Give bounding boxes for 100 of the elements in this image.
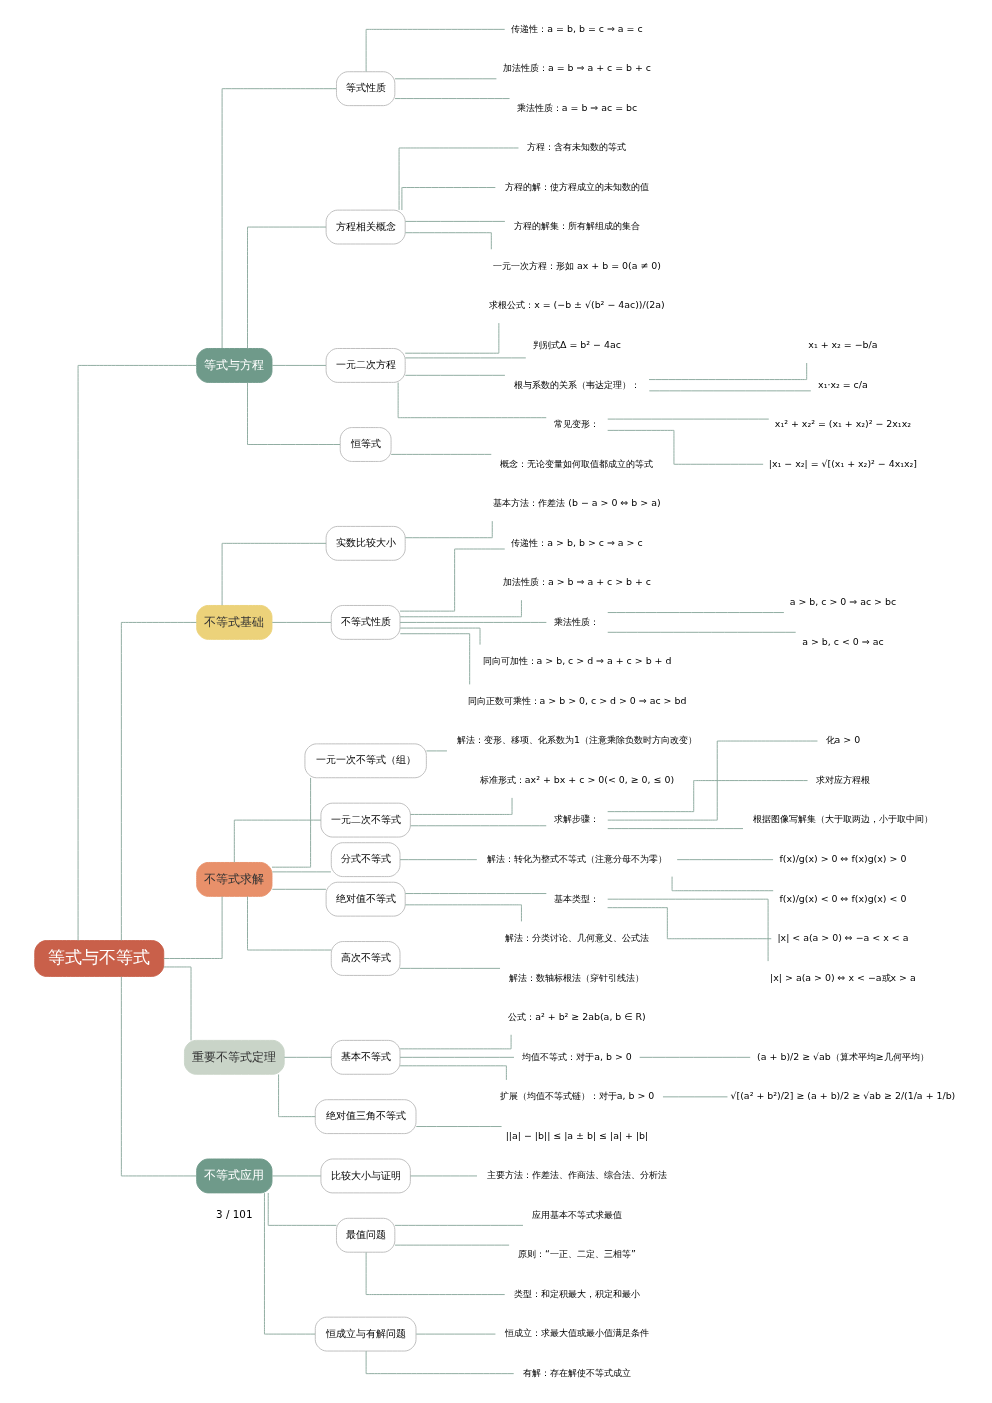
- node-text: |x₁ − x₂| = √[(x₁ + x₂)² − 4x₁x₂]: [768, 457, 917, 469]
- node-box: 分式不等式: [330, 842, 400, 878]
- connector: [404, 322, 499, 354]
- node-text: 解法：变形、移项、化系数为1（注意乘除负数时方向改变）: [456, 734, 697, 746]
- connector: [606, 631, 796, 633]
- connector: [271, 777, 311, 868]
- node-text: 求解步骤：: [553, 813, 599, 825]
- node-box: 方程相关概念: [325, 209, 406, 245]
- node-box: 不等式性质: [330, 605, 400, 640]
- connector: [162, 966, 191, 1041]
- connector: [263, 1192, 316, 1335]
- node-text: f(x)/g(x) > 0 ⇔ f(x)g(x) > 0: [778, 853, 906, 864]
- node-text: 解法：数轴标根法（穿针引线法）: [508, 971, 644, 983]
- connector: [638, 1056, 751, 1058]
- connector: [606, 429, 764, 465]
- connector: [398, 147, 519, 211]
- connector: [404, 893, 547, 894]
- node-box: 等式与不等式: [33, 940, 164, 977]
- connector: [671, 876, 774, 892]
- node-text: 乘法性质：: [553, 615, 599, 627]
- node-text: 求对应方程根: [815, 773, 870, 785]
- connector: [77, 364, 197, 941]
- connector: [606, 740, 818, 821]
- connector: [606, 780, 808, 813]
- connector: [399, 633, 470, 685]
- node-box: 基本不等式: [330, 1039, 400, 1075]
- node-text: 类型：和定积最大，积定和最小: [513, 1287, 640, 1299]
- node-text: 方程的解：使方程成立的未知数的值: [504, 180, 649, 192]
- node-box: 绝对值不等式: [325, 881, 406, 917]
- connector: [409, 1175, 477, 1177]
- connector: [233, 819, 321, 863]
- node-text: a > b, c > 0 ⇒ ac > bc: [789, 596, 896, 608]
- connector: [221, 542, 327, 606]
- node-text: ||a| − |b|| ≤ |a ± b| ≤ |a| + |b|: [505, 1129, 648, 1141]
- node-text: 原则：“一正、二定、三相等”: [517, 1248, 636, 1260]
- connector: [399, 1065, 507, 1081]
- node-box: 等式性质: [335, 71, 395, 107]
- node-box: 绝对值三角不等式: [314, 1099, 416, 1135]
- connector: [415, 1126, 502, 1127]
- connector: [246, 226, 326, 349]
- connector: [409, 825, 547, 827]
- connector: [162, 896, 223, 959]
- connector: [676, 859, 774, 861]
- connector: [394, 78, 497, 80]
- connector: [404, 220, 505, 222]
- node-box: 实数比较大小: [325, 525, 406, 561]
- connector: [399, 621, 547, 623]
- connector: [246, 382, 340, 445]
- connector: [271, 1175, 321, 1177]
- node-text: 同向可加性：a > b, c > d ⇒ a + c > b + d: [482, 655, 671, 667]
- node-text: 应用基本不等式求最值: [531, 1208, 622, 1220]
- node-box: 重要不等式定理: [183, 1039, 285, 1075]
- connector: [425, 750, 447, 752]
- connector: [404, 374, 505, 376]
- connector: [399, 599, 522, 618]
- node-box: 最值问题: [335, 1217, 395, 1253]
- node-text: x₁·x₂ = c/a: [817, 378, 868, 390]
- node-text: 方程：含有未知数的等式: [526, 141, 626, 153]
- node-text: |x| < a(a > 0) ⇔ −a < x < a: [776, 932, 908, 944]
- node-text: 判别式Δ = b² − 4ac: [532, 339, 621, 351]
- connector: [404, 357, 526, 359]
- connector: [267, 1192, 337, 1226]
- connector: [120, 976, 197, 1177]
- connector: [409, 797, 512, 815]
- connector: [606, 418, 769, 420]
- node-text: 传递性：a = b, b = c ⇒ a = c: [510, 22, 643, 34]
- node-text: 主要方法：作差法、作商法、综合法、分析法: [486, 1169, 667, 1181]
- connector: [399, 627, 480, 646]
- connector: [399, 967, 500, 969]
- connector: [394, 1244, 510, 1246]
- connector: [399, 548, 505, 612]
- connector: [246, 896, 332, 951]
- node-text: 扩展（均值不等式链）：对于a, b > 0: [499, 1090, 654, 1102]
- node-text: 恒成立：求最大值或最小值满足条件: [504, 1327, 649, 1339]
- node-box: 等式与方程: [195, 348, 272, 383]
- node-text: 根与系数的关系（韦达定理）：: [513, 378, 640, 390]
- node-text: 加法性质：a = b ⇒ a + c = b + c: [502, 62, 651, 74]
- node-text: x₁ + x₂ = −b/a: [807, 339, 878, 351]
- connector: [400, 187, 496, 211]
- connector: [271, 621, 331, 623]
- connector: [606, 828, 743, 830]
- connector: [365, 1251, 505, 1295]
- connector: [415, 1333, 496, 1335]
- node-box: 一元二次不等式: [319, 802, 411, 838]
- node-text: 解法：分类讨论、几何意义、公式法: [504, 932, 649, 944]
- node-text: 解法：转化为整式不等式（注意分母不为零）: [486, 853, 667, 864]
- node-box: 恒等式: [339, 427, 392, 462]
- node-text: (a + b)/2 ≥ √ab（算术平均≥几何平均）: [756, 1050, 929, 1062]
- node-text: 公式：a² + b² ≥ 2ab(a, b ∈ R): [507, 1011, 646, 1023]
- connector: [404, 232, 492, 250]
- node-box: 一元一次不等式（组）: [303, 743, 427, 779]
- node-text: |x| > a(a > 0) ⇔ x < −a或x > a: [769, 971, 916, 983]
- node-text: 有解：存在解使不等式成立: [522, 1366, 631, 1378]
- node-text: 传递性：a > b, b > c ⇒ a > c: [510, 536, 643, 548]
- node-text: 加法性质：a > b ⇒ a + c > b + c: [502, 576, 651, 588]
- node-box: 一元二次方程: [325, 348, 406, 383]
- node-text: 根据图像写解集（大于取两边，小于取中间）: [752, 813, 933, 825]
- connector: [397, 382, 547, 419]
- connector: [394, 98, 510, 100]
- connector: [399, 1034, 512, 1050]
